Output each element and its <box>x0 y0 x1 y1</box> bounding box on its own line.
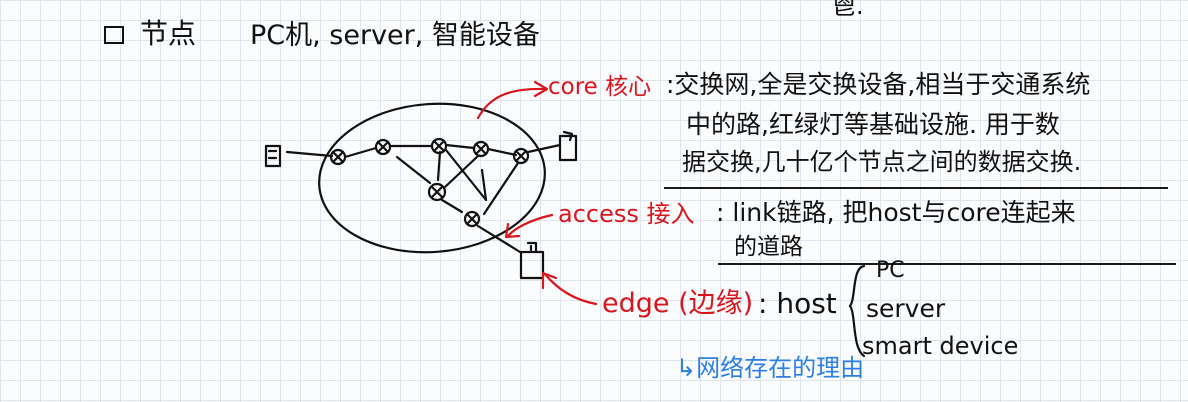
host-type-smart-device: smart device <box>862 332 1019 360</box>
core-text-line1: :交换网,全是交换设备,相当于交通系统 <box>666 70 1091 99</box>
link <box>482 161 520 216</box>
link <box>285 150 334 158</box>
host-box-icon <box>264 144 282 168</box>
core-network-ellipse <box>318 102 546 254</box>
heading-items: PC机, server, 智能设备 <box>250 20 540 51</box>
access-arrow-head <box>504 222 521 239</box>
router-node <box>430 137 448 155</box>
link <box>343 146 378 159</box>
divider-line <box>664 187 1168 189</box>
link <box>436 150 442 182</box>
core-label: core 核心 <box>548 74 652 100</box>
router-node <box>427 182 447 202</box>
core-text-line3: 据交换,几十亿个节点之间的数据交换. <box>682 148 1082 176</box>
access-text-line1: : link链路, 把host与core连起来 <box>716 198 1076 227</box>
host-type-server: server <box>866 294 946 323</box>
host-box-icon <box>519 241 545 280</box>
router-node <box>329 148 347 166</box>
link <box>526 143 562 154</box>
router-node <box>472 140 490 158</box>
access-text-line2: 的道路 <box>734 234 803 260</box>
edge-arrow <box>543 272 598 306</box>
access-label: access 接入 <box>558 200 695 228</box>
router-node <box>512 147 530 165</box>
blue-note: ↳网络存在的理由 <box>676 354 865 382</box>
link <box>486 147 518 157</box>
router-node <box>463 210 481 228</box>
top-right-fragment: 鬯. <box>832 0 864 20</box>
edge-text: : host <box>758 287 837 320</box>
link <box>395 155 432 185</box>
edge-arrow-head <box>541 271 558 290</box>
link <box>444 143 476 150</box>
host-box-icon <box>558 130 578 162</box>
edge-label: edge (边缘) <box>602 288 754 319</box>
router-node <box>374 138 392 156</box>
heading-title: 节点 <box>140 17 197 50</box>
link <box>476 224 522 254</box>
link <box>444 148 488 202</box>
core-text-line2: 中的路,红绿灯等基础设施. 用于数 <box>686 110 1060 139</box>
link <box>443 154 480 189</box>
checkbox-icon <box>104 26 124 44</box>
link <box>440 198 464 214</box>
host-type-pc: PC <box>876 258 905 283</box>
core-arrow-head <box>533 80 549 98</box>
access-arrow <box>506 213 554 238</box>
core-arrow <box>476 87 547 120</box>
curly-brace <box>848 264 866 358</box>
divider-line <box>718 263 1176 265</box>
